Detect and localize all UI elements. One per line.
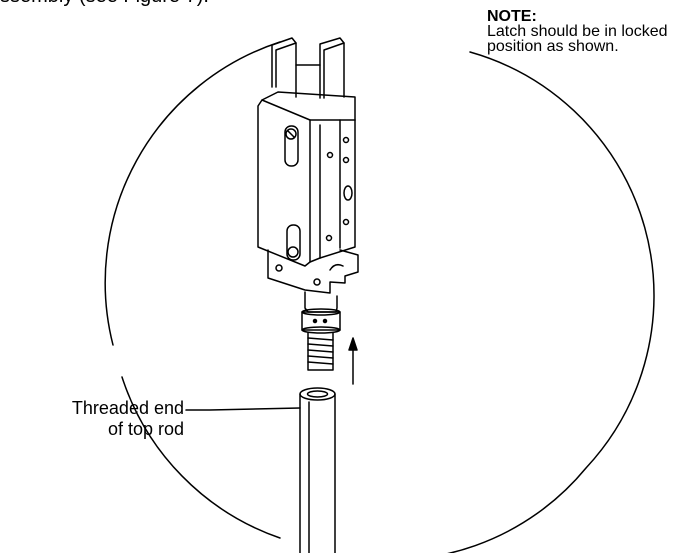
upward-arrow [348, 337, 358, 385]
threaded-coupling [301, 291, 341, 371]
latch-bottom-tab [267, 249, 359, 294]
callout-leader-line [185, 407, 301, 411]
note-line-2: position as shown. [487, 38, 619, 55]
partial-caption: ssembly (see Figure 7). [0, 0, 209, 8]
callout-label-line1: Threaded end [71, 398, 184, 418]
detail-circle [104, 41, 655, 553]
note-title: NOTE: [487, 8, 537, 25]
top-rod [299, 387, 336, 553]
note-text: NOTE: Latch should be in locked position… [487, 8, 668, 55]
latch-top-ears [271, 37, 345, 99]
latch-housing [257, 91, 356, 267]
note-line-1: Latch should be in locked [487, 23, 668, 40]
